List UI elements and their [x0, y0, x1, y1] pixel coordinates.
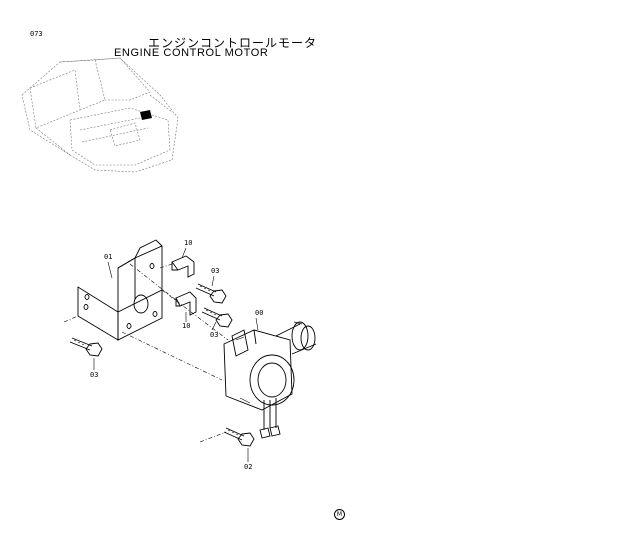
machine-thumbnail — [21, 57, 179, 173]
corner-mark: M — [334, 509, 345, 520]
bolt-upper-part — [195, 283, 227, 304]
callout-part-03-left: 03 — [90, 371, 99, 379]
clamp-lower-part — [175, 291, 197, 316]
bolt-left-part — [69, 337, 103, 357]
title-japanese: エンジンコントロールモータ — [148, 36, 318, 50]
title-english: ENGINE CONTROL MOTOR — [114, 47, 269, 59]
leader-lines — [63, 247, 259, 462]
page-code: 073 — [30, 30, 43, 38]
bracket-part — [77, 239, 163, 341]
callout-part-10-lower: 10 — [182, 322, 191, 330]
callout-part-00: 00 — [255, 309, 264, 317]
callout-part-03-upper: 03 — [211, 267, 220, 275]
bolt-middle-part — [201, 307, 233, 328]
bolt-lower-part — [223, 427, 255, 447]
callout-part-01: 01 — [104, 253, 113, 261]
clamp-upper-part — [171, 255, 195, 278]
callout-part-02: 02 — [244, 463, 253, 471]
callout-part-10-upper: 10 — [184, 239, 193, 247]
location-marker — [140, 110, 152, 120]
callout-part-03-middle: 03 — [210, 331, 219, 339]
motor-part — [223, 321, 317, 439]
